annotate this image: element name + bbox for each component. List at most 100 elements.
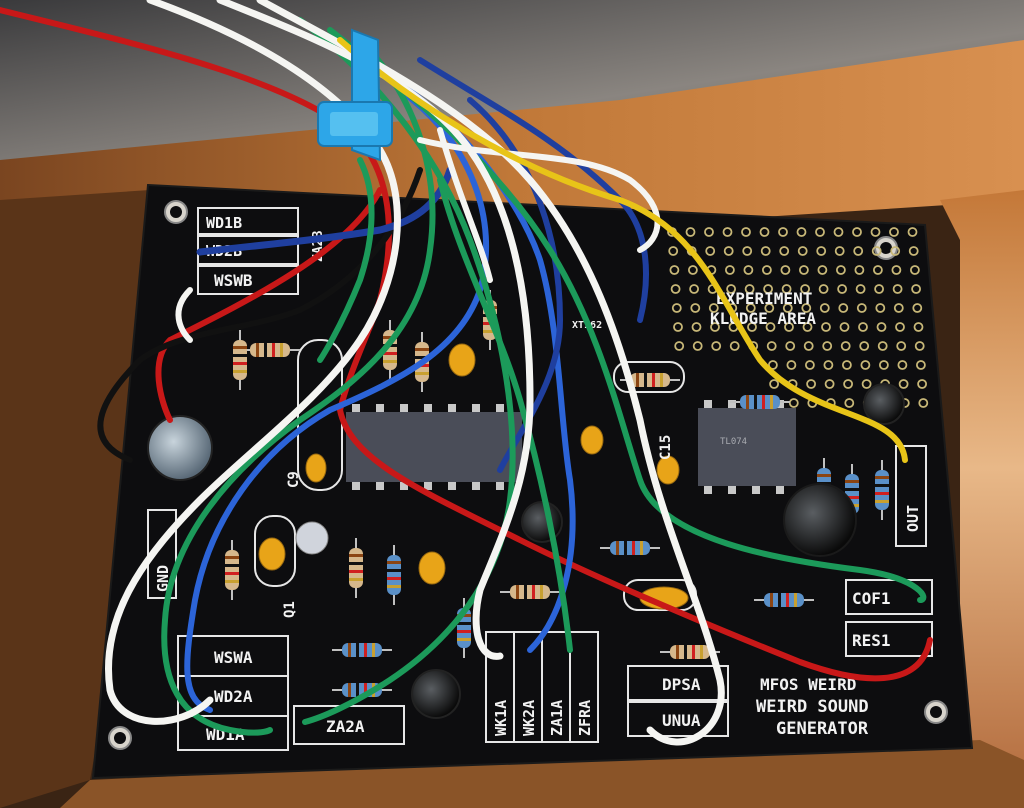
pad-hole [785, 341, 796, 351]
pad-hole [911, 284, 921, 294]
pad-hole [674, 341, 685, 351]
pad-hole [800, 284, 810, 294]
pad-hole [870, 227, 881, 237]
label-cof1: COF1 [852, 589, 891, 608]
pad-hole [908, 246, 919, 256]
chip-pin [704, 486, 712, 494]
pad-hole [844, 398, 855, 408]
pad-hole [780, 265, 791, 275]
chip-pin [728, 486, 736, 494]
wire-bundle [0, 0, 933, 746]
pad-hole [893, 303, 904, 313]
pad-hole [722, 227, 733, 237]
pad-hole [856, 303, 867, 313]
electrolytic-capacitors [147, 383, 905, 719]
pad-hole [853, 246, 864, 256]
pad-hole [842, 360, 852, 370]
pad-hole [816, 246, 827, 256]
pad-hole [801, 303, 812, 313]
chip-pin [776, 486, 784, 494]
resistor [730, 395, 790, 409]
pad-hole [742, 246, 753, 256]
label-title-line3: GENERATOR [776, 719, 869, 739]
pad-hole [840, 341, 851, 351]
pad-hole [779, 246, 790, 256]
pad-hole [823, 360, 834, 370]
chip-pin [424, 482, 432, 490]
pad-hole [896, 341, 907, 351]
resistor [754, 593, 814, 607]
pad-hole [708, 303, 719, 313]
pad-hole [726, 284, 736, 294]
resistor [600, 541, 660, 555]
label-wswa: WSWA [214, 648, 253, 667]
pad-hole [710, 322, 720, 332]
pad-hole [815, 227, 825, 237]
tantalum-capacitors [258, 343, 689, 610]
resistor [240, 343, 300, 357]
pad-hole [747, 322, 757, 332]
pad-hole [876, 322, 887, 332]
chip-pin [376, 482, 384, 490]
pcb-silkscreen-text: EXPERIMENT KLUDGE AREA MFOS WEIRD WEIRD … [154, 214, 922, 744]
pad-hole [806, 379, 816, 389]
pad-hole [725, 265, 735, 275]
pad-hole [782, 303, 793, 313]
pad-hole [817, 265, 828, 275]
pad-hole [741, 227, 751, 237]
pad-hole [745, 303, 756, 313]
pad-hole [892, 284, 903, 294]
pad-hole [711, 341, 722, 351]
label-za1a: ZA1A [548, 700, 566, 736]
pad-hole [764, 303, 775, 313]
chip-pin [472, 404, 480, 412]
label-out: OUT [904, 505, 922, 532]
chip-pin [776, 400, 784, 408]
pad-hole [854, 265, 865, 275]
chip-pin [400, 482, 408, 490]
label-kludge-area: KLUDGE AREA [710, 309, 816, 328]
pad-hole [897, 360, 908, 370]
pad-hole [668, 246, 679, 256]
pad-hole [890, 246, 901, 256]
chip-pin [472, 482, 480, 490]
pad-hole [669, 265, 680, 275]
pad-hole [670, 284, 681, 294]
label-wk1a: WK1A [492, 700, 510, 736]
pad-hole [723, 246, 734, 256]
pad-hole [871, 246, 882, 256]
pad-hole [873, 265, 883, 275]
pad-hole [836, 265, 846, 275]
label-q1: Q1 [282, 601, 298, 618]
pad-hole [760, 246, 771, 256]
pad-hole [860, 360, 871, 370]
chip-pin [448, 404, 456, 412]
pad-hole [692, 341, 703, 351]
pad-hole [673, 322, 683, 332]
label-title-line2: WEIRD SOUND [756, 697, 869, 717]
pad-hole [799, 265, 809, 275]
pad-hole [879, 360, 889, 370]
pad-hole [762, 265, 772, 275]
chip-pin [728, 400, 736, 408]
pad-hole [802, 322, 813, 332]
pad-hole [913, 322, 924, 332]
resistor [225, 540, 239, 600]
resistor [875, 460, 889, 520]
pad-hole [838, 303, 849, 313]
pad-hole [769, 379, 779, 389]
chip-pin [352, 482, 360, 490]
metal-plate [0, 0, 1024, 160]
pad-hole [914, 341, 925, 351]
chip-pin [496, 404, 504, 412]
label-wswb: WSWB [214, 271, 253, 290]
cable-tie [317, 28, 393, 162]
pad-hole [685, 227, 696, 237]
chip-pin [400, 404, 408, 412]
pad-hole [877, 341, 888, 351]
resistor [660, 645, 720, 659]
pad-hole [824, 379, 835, 389]
pad-hole [819, 303, 830, 313]
resistor [500, 585, 560, 599]
pad-hole [852, 227, 862, 237]
